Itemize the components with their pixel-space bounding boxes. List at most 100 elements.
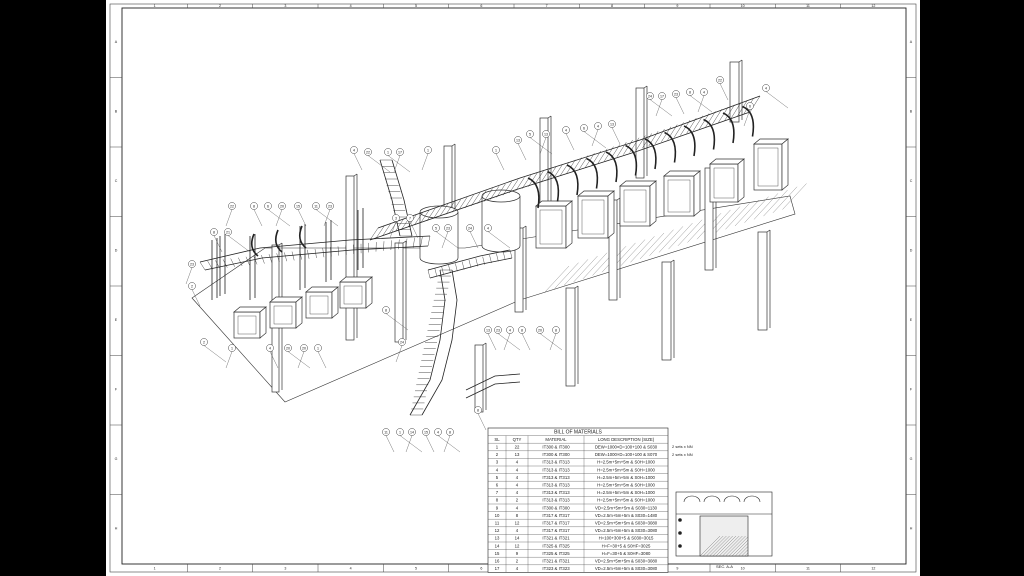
zone-letter: B bbox=[115, 109, 118, 113]
callout-number: 4 bbox=[487, 226, 489, 230]
zone-number: 12 bbox=[871, 567, 875, 571]
bom-cell: 4 bbox=[516, 528, 519, 533]
callout-balloon bbox=[672, 90, 680, 98]
bom-cell: 9 bbox=[516, 551, 519, 556]
callout-balloon bbox=[312, 202, 320, 210]
bom-title: BILL OF MATERIALS bbox=[554, 429, 602, 435]
drawing-sheet: 112233445566778899101011111212AABBCCDDEE… bbox=[106, 0, 920, 576]
bom-cell: H=F=30+5 & S0HF=3025 bbox=[602, 543, 651, 548]
callout-balloon bbox=[384, 148, 392, 156]
bom-cell: 4 bbox=[516, 505, 519, 510]
bom-cell: 15 bbox=[495, 551, 500, 556]
callout-balloon bbox=[466, 224, 474, 232]
callout-number: 24 bbox=[648, 94, 652, 98]
callout-number: 15 bbox=[424, 430, 428, 434]
bom-cell: 17 bbox=[495, 566, 500, 571]
zone-number: 3 bbox=[284, 567, 286, 571]
bom-note-1: 2 sets x NN bbox=[672, 444, 693, 449]
bom-note-2: 2 sets x NN bbox=[672, 452, 693, 457]
callout-number: 8 bbox=[449, 430, 451, 434]
bom-cell: 4 bbox=[516, 490, 519, 495]
bom-cell: 1 bbox=[496, 445, 499, 450]
bom-header: LONG DESCRIPTION (SIZE) bbox=[598, 437, 655, 442]
bom-cell: IT313 & IT313 bbox=[542, 460, 570, 465]
callout-balloon bbox=[392, 214, 400, 222]
callout-balloon bbox=[608, 120, 616, 128]
callout-number: 13 bbox=[516, 138, 520, 142]
bom-cell: H=2.5m+5m+5m & S0H=1000 bbox=[597, 498, 655, 503]
zone-number: 1 bbox=[154, 4, 156, 8]
bom-cell: H=2.5m+5m+5m & S0H=1000 bbox=[597, 475, 655, 480]
callout-number: 21 bbox=[226, 230, 230, 234]
callout-balloon bbox=[266, 344, 274, 352]
callout-number: 8 bbox=[689, 90, 691, 94]
callout-balloon bbox=[314, 344, 322, 352]
callout-balloon bbox=[264, 202, 272, 210]
callout-number: 13 bbox=[486, 328, 490, 332]
zone-number: 2 bbox=[219, 4, 221, 8]
bom-header: MATERIAL bbox=[545, 437, 567, 442]
bom-cell: H=2.5m+5m+5m & S0H=1000 bbox=[597, 483, 655, 488]
callout-number: 4 bbox=[353, 148, 355, 152]
zone-number: 2 bbox=[219, 567, 221, 571]
callout-balloon bbox=[494, 326, 502, 334]
callout-number: 4 bbox=[269, 346, 271, 350]
callout-balloon bbox=[580, 124, 588, 132]
bom-cell: VD=2.5m+5m+5m & S030=3080 bbox=[595, 566, 658, 571]
bom-cell: 2 bbox=[496, 452, 499, 457]
callout-number: 1 bbox=[231, 346, 233, 350]
bom-cell: IT300 & IT300 bbox=[542, 452, 570, 457]
callout-number: 1 bbox=[427, 148, 429, 152]
zone-letter: H bbox=[910, 526, 913, 530]
bom-notes: 2 sets x NN 2 sets x NN bbox=[672, 444, 693, 457]
zone-number: 4 bbox=[350, 567, 352, 571]
callout-number: 1 bbox=[399, 430, 401, 434]
bom-cell: 4 bbox=[516, 475, 519, 480]
bom-cell: VD=2.5m+5m+5m & S030=3080 bbox=[595, 559, 658, 564]
callout-number: 24 bbox=[468, 226, 472, 230]
zone-letter: G bbox=[115, 457, 118, 461]
bom-cell: 2 bbox=[516, 498, 519, 503]
callout-balloon bbox=[434, 428, 442, 436]
callout-balloon bbox=[382, 428, 390, 436]
zone-letter: E bbox=[115, 318, 118, 322]
callout-number: 5 bbox=[435, 226, 437, 230]
callout-number: 4 bbox=[597, 124, 599, 128]
bom-cell: 7 bbox=[496, 490, 499, 495]
bom-cell: IT325 & IT325 bbox=[542, 543, 570, 548]
callout-balloon bbox=[518, 326, 526, 334]
callout-balloon bbox=[228, 202, 236, 210]
bom-cell: IT321 & IT321 bbox=[542, 536, 570, 541]
floor-slab bbox=[191, 195, 796, 403]
callout-balloon bbox=[250, 202, 258, 210]
callout-balloon bbox=[526, 130, 534, 138]
callout-balloon bbox=[700, 88, 708, 96]
bom-cell: H=2.5m+5m+5m & S0H=1000 bbox=[597, 467, 655, 472]
bom-cell: 2 bbox=[516, 559, 519, 564]
bom-cell: H=2.5m+5m+5m & S0H=1000 bbox=[597, 460, 655, 465]
bom-cell: IT321 & IT321 bbox=[542, 559, 570, 564]
callout-balloon bbox=[484, 224, 492, 232]
callout-number: 4 bbox=[509, 328, 511, 332]
bom-cell: 8 bbox=[496, 498, 499, 503]
callout-number: 8 bbox=[477, 408, 479, 412]
callout-number: 22 bbox=[366, 150, 370, 154]
callout-balloon bbox=[594, 122, 602, 130]
bom-cell: 4 bbox=[516, 483, 519, 488]
zone-number: 9 bbox=[676, 4, 678, 8]
bom-cell: VD=2.5m+5m+5m & S030=3080 bbox=[595, 528, 658, 533]
zone-number: 5 bbox=[415, 4, 417, 8]
callout-number: 23 bbox=[496, 328, 500, 332]
bom-cell: IT313 & IT313 bbox=[542, 467, 570, 472]
section-detail bbox=[675, 491, 773, 557]
callout-balloon bbox=[492, 146, 500, 154]
bom-cell: 5 bbox=[496, 475, 499, 480]
callout-number: 22 bbox=[718, 78, 722, 82]
callout-number: 23 bbox=[328, 204, 332, 208]
callout-number: 3 bbox=[395, 216, 397, 220]
electrical-cabinets bbox=[233, 138, 789, 339]
zone-letter: A bbox=[910, 40, 913, 44]
callout-balloon bbox=[514, 136, 522, 144]
